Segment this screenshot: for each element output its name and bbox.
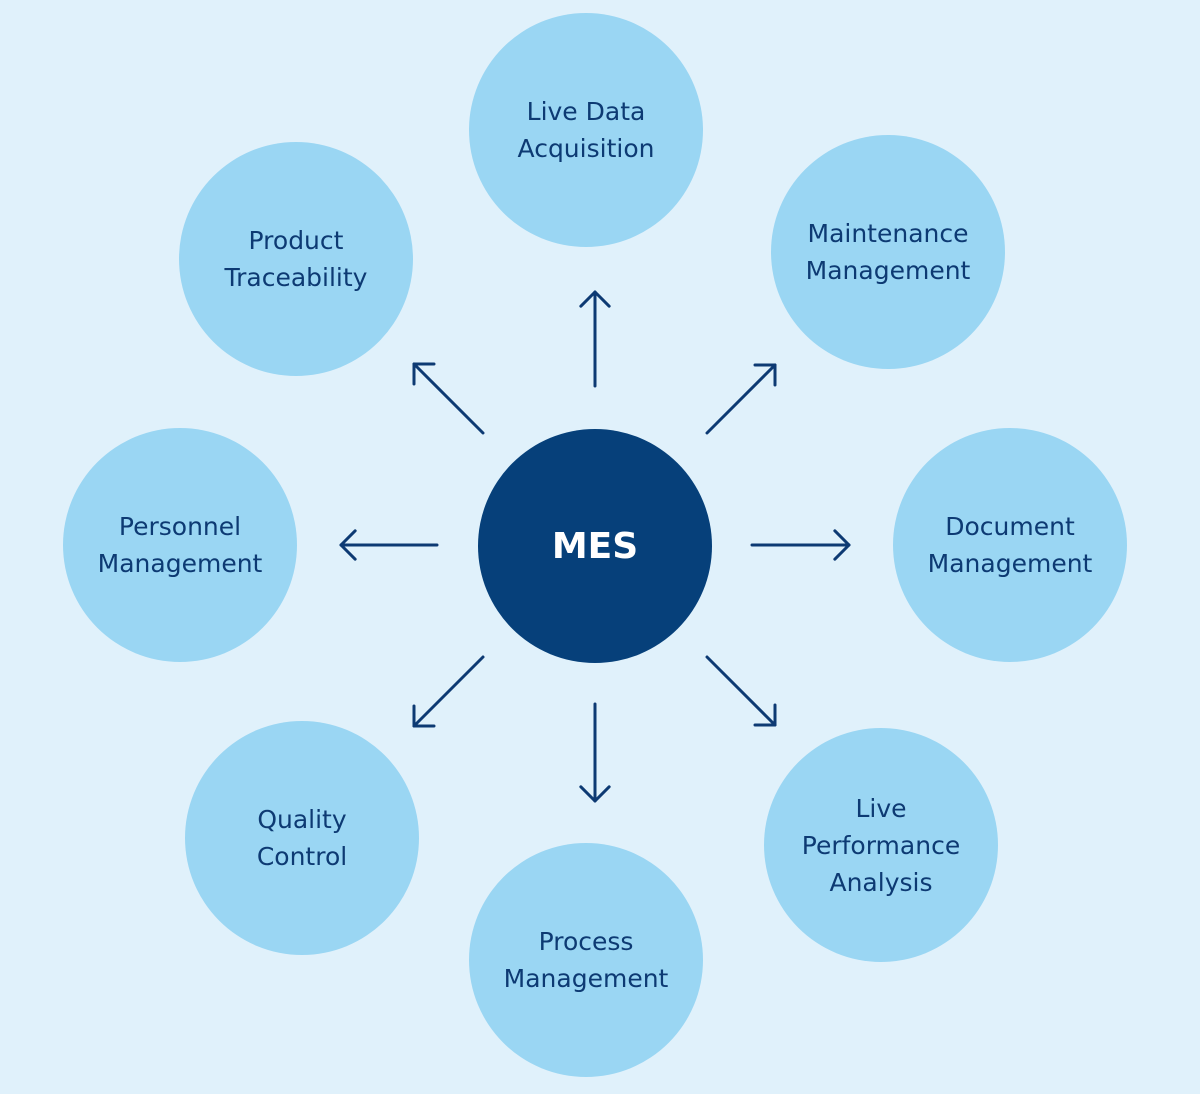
node-label-line: Maintenance [807, 219, 969, 248]
node-label-line: Document [945, 512, 1075, 541]
node-quality-control: Quality Control [185, 721, 419, 955]
node-label-line: Quality [257, 805, 347, 834]
node-label-line: Management [805, 256, 971, 285]
node-live-data-acquisition: Live Data Acquisition [469, 13, 703, 247]
arrow [339, 529, 439, 561]
arrow [705, 363, 777, 435]
hub-label: MES [551, 525, 639, 567]
node-maintenance-management: Maintenance Management [771, 135, 1005, 369]
arrow [412, 655, 485, 728]
node-label-line: Process [538, 927, 634, 956]
node-personnel-management: Personnel Management [63, 428, 297, 662]
node-label-line: Management [927, 549, 1093, 578]
node-label-line: Traceability [224, 263, 368, 292]
mes-hub: MES [478, 429, 712, 663]
node-document-management: Document Management [893, 428, 1127, 662]
node-label-line: Performance [801, 830, 961, 860]
node-live-performance-analysis: Live Performance Analysis [764, 728, 998, 962]
node-label-line: Acquisition [517, 134, 655, 163]
node-product-traceability: Product Traceability [179, 142, 413, 376]
node-label-line: Product [248, 226, 344, 255]
node-label-line: Live [855, 793, 907, 823]
node-label-line: Analysis [829, 867, 933, 897]
node-label-line: Management [503, 964, 669, 993]
arrow [579, 290, 611, 388]
arrow [412, 362, 485, 435]
arrow [750, 529, 851, 561]
arrow [579, 702, 611, 803]
node-label-line: Personnel [118, 512, 242, 541]
node-label-line: Control [256, 842, 348, 871]
node-label-line: Live Data [526, 97, 646, 126]
node-process-management: Process Management [469, 843, 703, 1077]
arrow [705, 655, 777, 727]
node-label-line: Management [97, 549, 263, 578]
